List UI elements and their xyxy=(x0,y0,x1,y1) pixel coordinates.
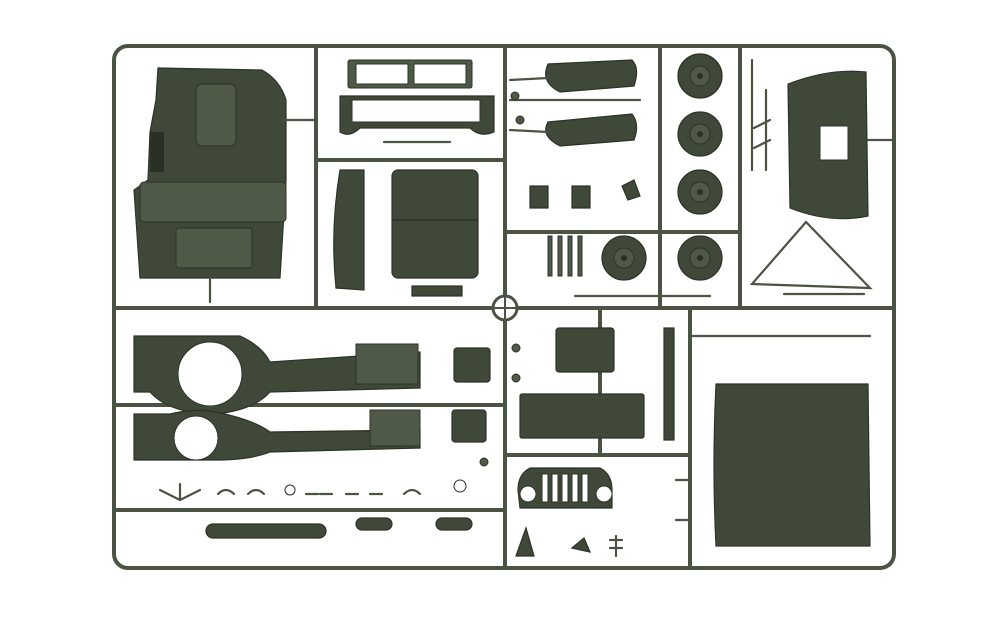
small-parts-middle xyxy=(451,343,521,467)
dash-parts xyxy=(519,327,675,441)
fender-parts xyxy=(508,59,642,147)
small-parts-bottom xyxy=(205,479,624,558)
wheels xyxy=(601,53,723,281)
seat-parts xyxy=(333,169,479,297)
wheel xyxy=(677,235,723,281)
small-rods xyxy=(750,58,772,172)
wheel xyxy=(677,53,723,99)
chassis-frame-part xyxy=(133,335,421,461)
grille-part xyxy=(517,467,613,509)
canvas-top-part xyxy=(787,70,896,220)
wheel xyxy=(677,169,723,215)
wheel xyxy=(677,111,723,157)
small-parts-top-center xyxy=(529,179,712,298)
tiny-parts-row xyxy=(158,482,422,502)
wheel xyxy=(601,235,647,281)
windshield-frame-part xyxy=(339,59,495,144)
body-tub-part xyxy=(133,67,318,304)
canvas-cover-part xyxy=(674,334,872,547)
triangle-frame-part xyxy=(749,220,873,296)
